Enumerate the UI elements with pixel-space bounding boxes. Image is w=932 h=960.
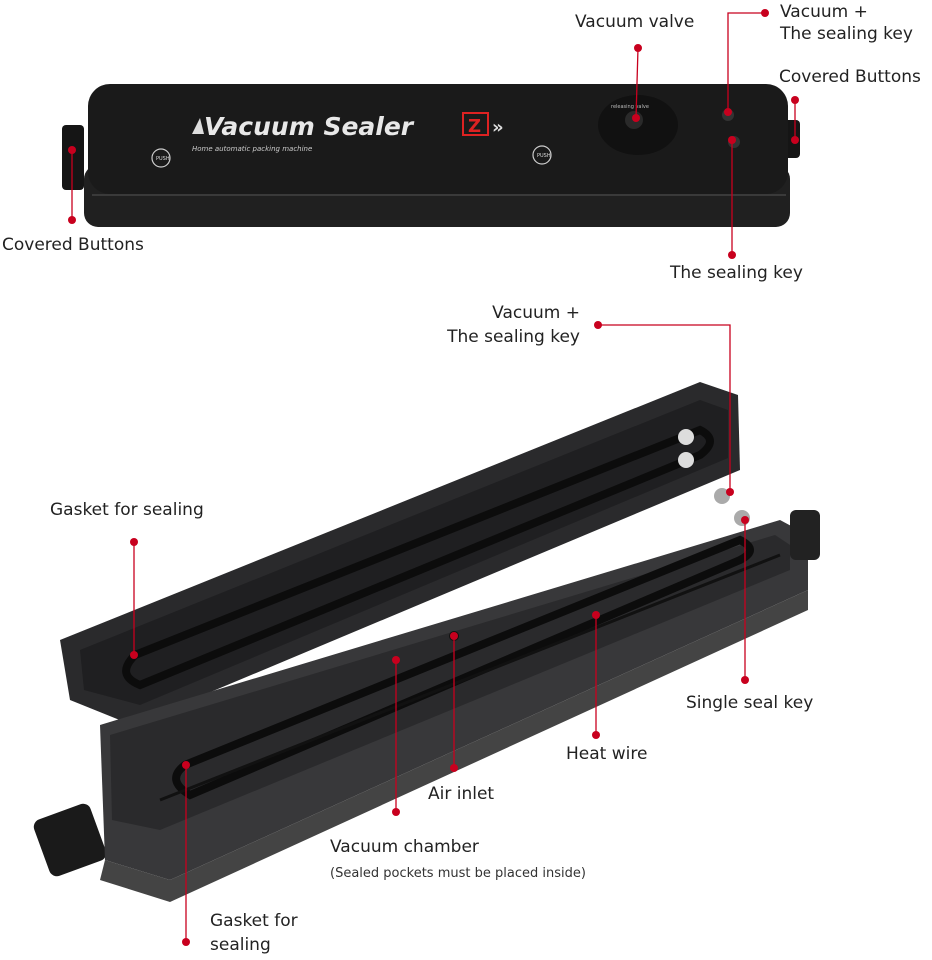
label-gasket-upper: Gasket for sealing <box>50 500 204 520</box>
label-heat-wire: Heat wire <box>566 744 648 764</box>
callout-dots <box>68 9 799 946</box>
label-covered-buttons-left: Covered Buttons <box>2 235 144 255</box>
label-gasket-lower-2: sealing <box>210 935 271 955</box>
callout-lines <box>71 12 796 942</box>
label-covered-buttons-right: Covered Buttons <box>779 67 921 87</box>
label-gasket-lower-1: Gasket for <box>210 911 298 931</box>
label-vacuum-sealing-mid-2: The sealing key <box>447 327 580 347</box>
label-vacuum-sealing-top-1: Vacuum + <box>780 2 868 22</box>
label-vacuum-sealing-top-2: The sealing key <box>780 24 913 44</box>
label-vacuum-chamber: Vacuum chamber <box>330 837 479 857</box>
label-single-seal-key: Single seal key <box>686 693 814 713</box>
label-sealing-key: The sealing key <box>670 263 803 283</box>
label-air-inlet: Air inlet <box>428 784 495 804</box>
svg-text:»: » <box>492 117 504 138</box>
push-label-right: PUSH <box>537 153 551 159</box>
brand-logo: Vacuum Sealer <box>204 112 415 141</box>
push-label-left: PUSH <box>156 156 170 162</box>
label-vacuum-chamber-note: (Sealed pockets must be placed inside) <box>330 866 586 881</box>
vacuum-sealer-closed: PUSH PUSH Vacuum Sealer Z » Home automat… <box>62 84 800 227</box>
vacuum-sealer-open <box>33 382 820 902</box>
valve-label: releasing valve <box>611 104 649 110</box>
label-vacuum-valve: Vacuum valve <box>575 12 695 32</box>
brand-badge: Z <box>468 116 481 137</box>
label-vacuum-sealing-mid-1: Vacuum + <box>492 303 580 323</box>
tagline: Home automatic packing machine <box>192 145 312 153</box>
